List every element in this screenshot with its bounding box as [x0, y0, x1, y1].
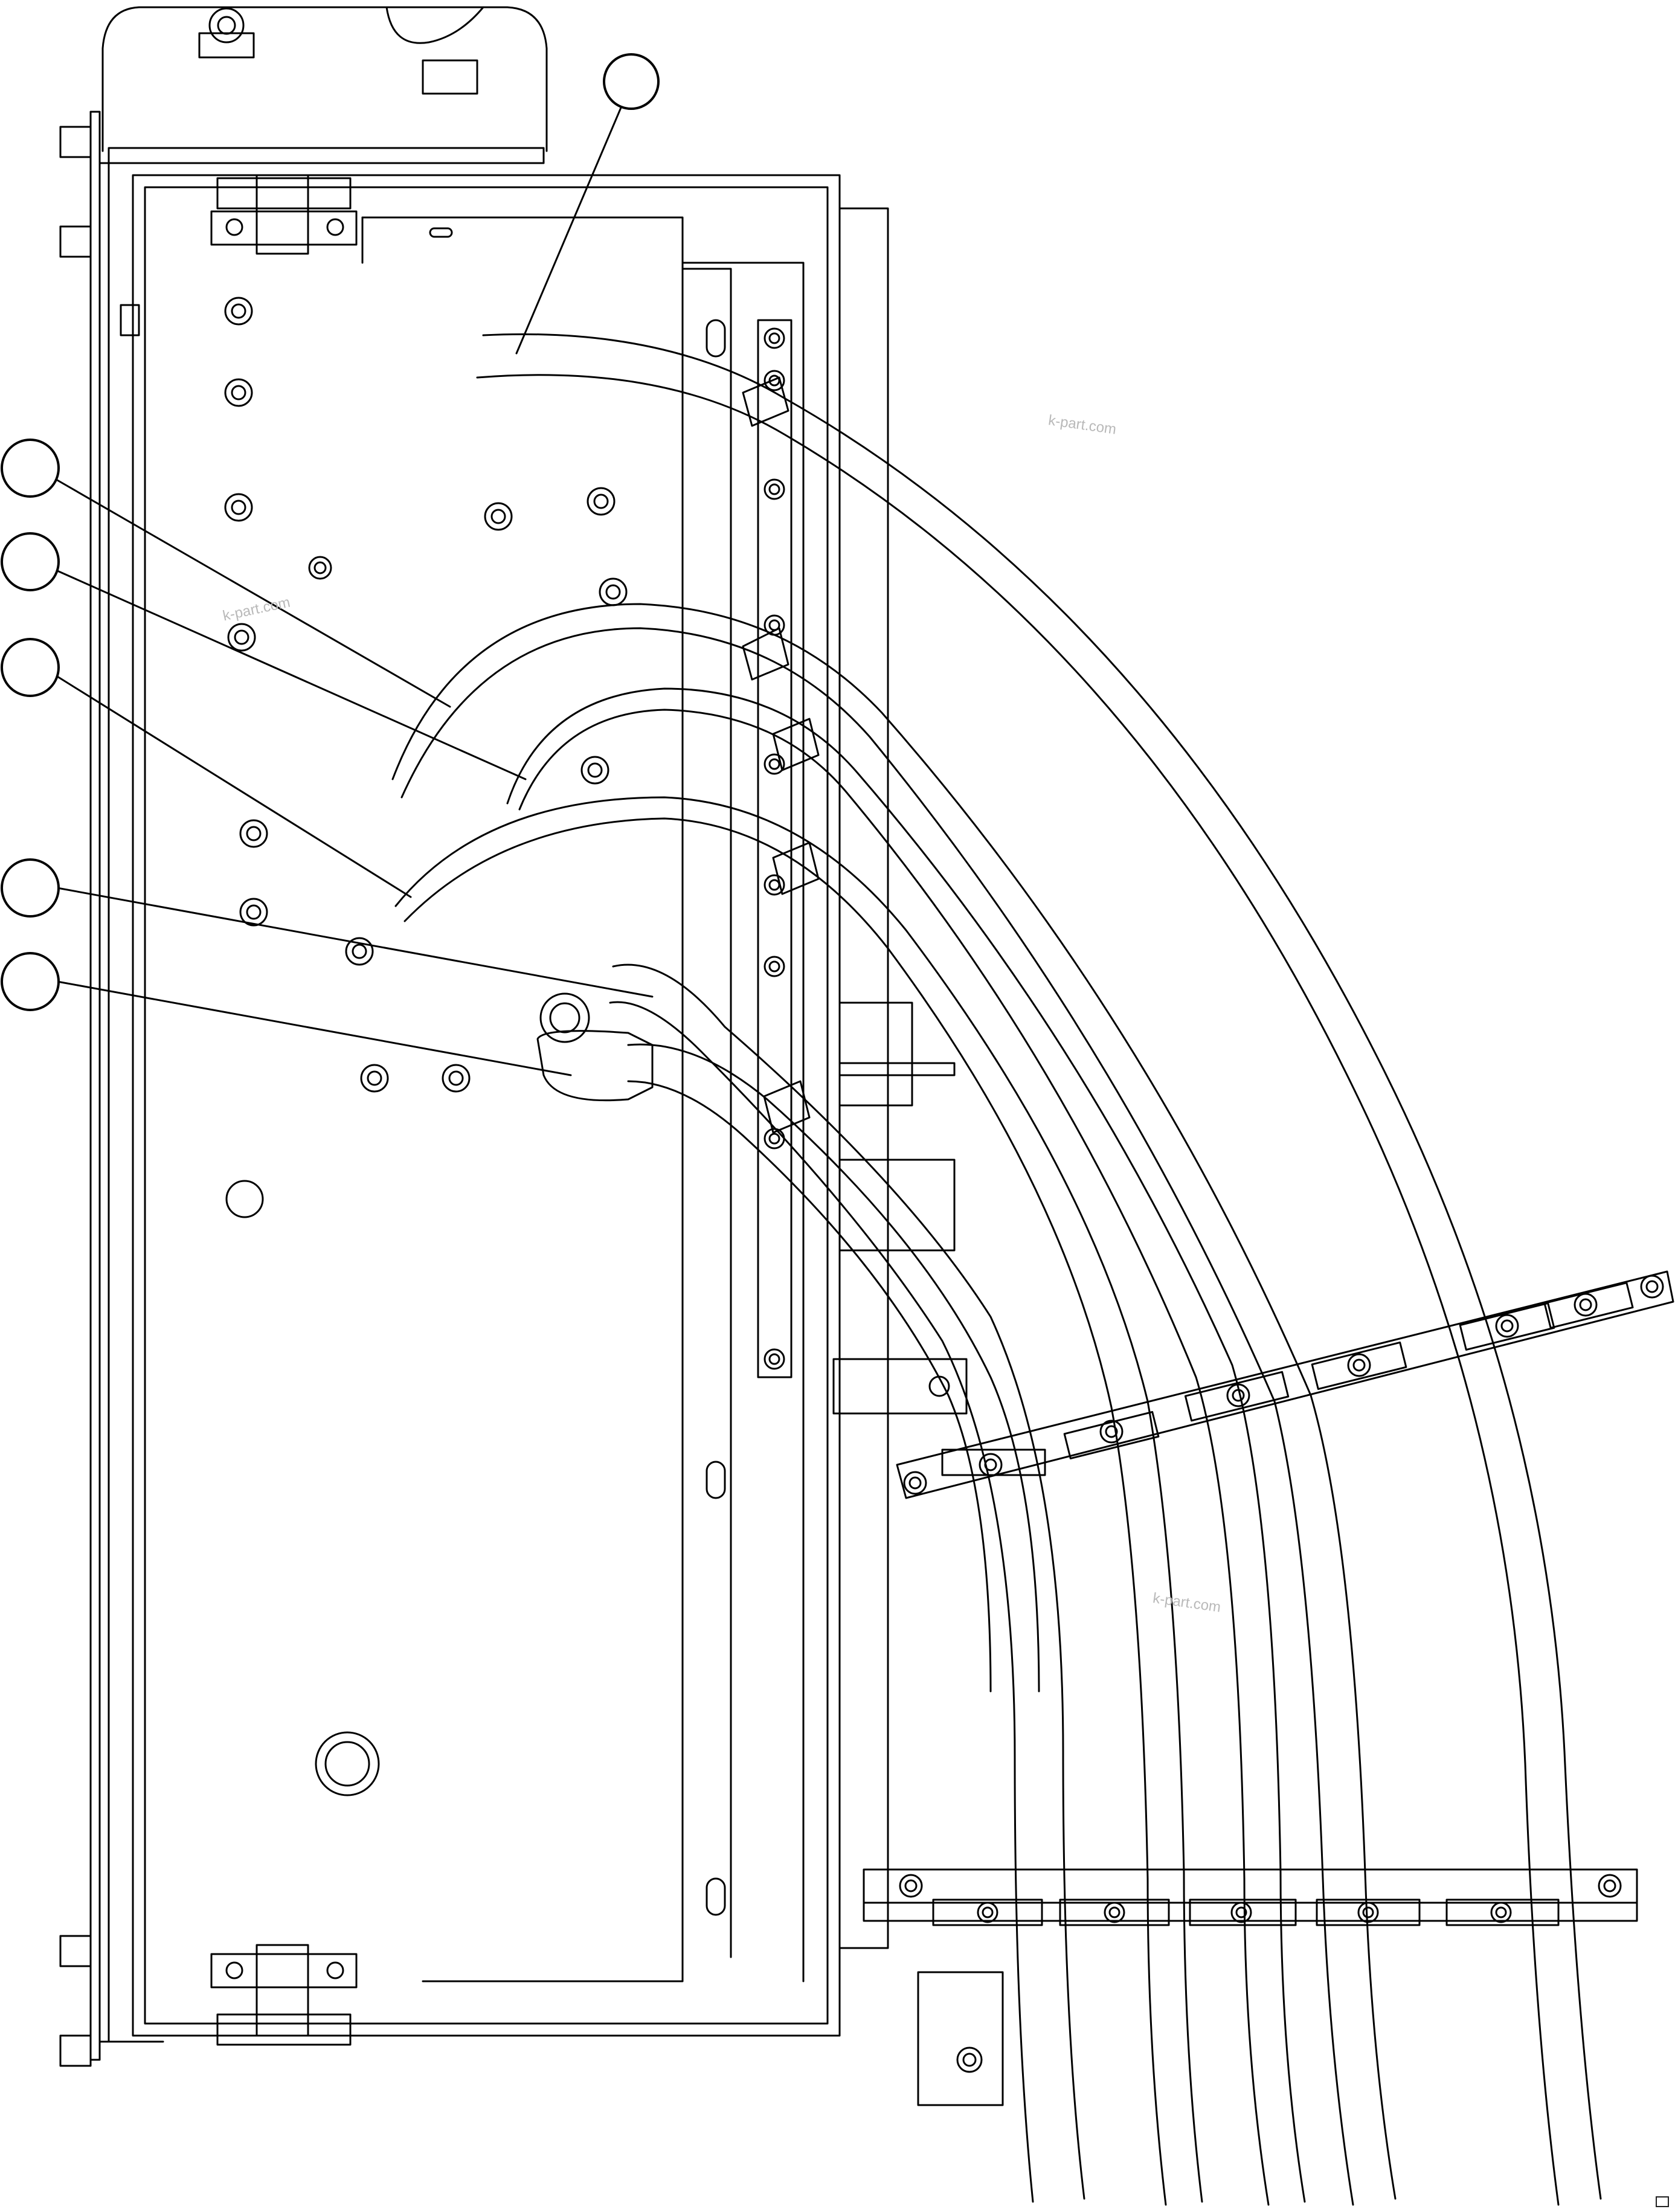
- top-housing: [101, 6, 548, 164]
- callout-4: [1, 638, 60, 697]
- cable-5: [612, 963, 1085, 2200]
- callout-6: [1, 952, 60, 1011]
- left-mounting-rail: [59, 111, 164, 2067]
- vertical-clamp-bar: [757, 319, 792, 1378]
- diagonal-clamp-bar: [896, 1270, 1674, 1499]
- cable-5-edge: [609, 1001, 1034, 2203]
- cable-1: [482, 333, 1602, 2200]
- cable-4-edge: [403, 817, 1167, 2206]
- cable-1-edge: [476, 374, 1560, 2206]
- panel-studs: [120, 297, 628, 1796]
- lower-clamp-bar: [863, 1868, 1638, 2106]
- callout-5: [1, 858, 60, 918]
- main-panel: [132, 174, 968, 2046]
- cable-6-edge: [627, 1080, 992, 1693]
- corner-mark-icon: [1656, 2196, 1669, 2207]
- callout-1: [603, 53, 660, 110]
- callout-2: [1, 439, 60, 498]
- leader-lines: [56, 89, 654, 1076]
- cable-6: [627, 1043, 1040, 1693]
- cable-2-edge: [400, 627, 1354, 2206]
- callout-3: [1, 532, 60, 591]
- callout-circles: [1, 53, 660, 1011]
- cable-2: [391, 603, 1397, 2200]
- cable-clamps: [742, 376, 820, 1134]
- cable-4: [394, 796, 1203, 2203]
